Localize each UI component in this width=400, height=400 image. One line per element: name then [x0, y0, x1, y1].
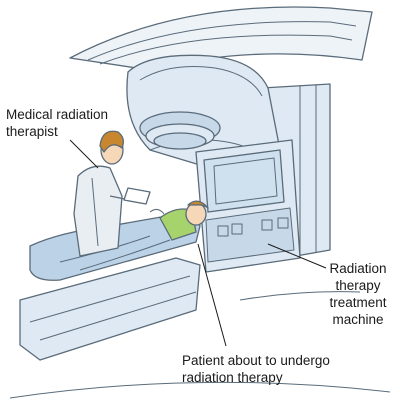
label-therapist: Medical radiation therapist: [6, 106, 108, 140]
label-therapist-line-1: Medical radiation: [6, 107, 109, 122]
machine-screen: [203, 149, 285, 213]
therapist-coat: [73, 165, 123, 257]
label-therapist-line-2: therapist: [6, 124, 58, 139]
patient-head: [185, 202, 207, 226]
label-machine-line-1: Radiation: [329, 261, 387, 276]
therapist-leader: [69, 139, 99, 169]
couch-base: [19, 257, 201, 361]
clipboard: [123, 187, 151, 205]
label-machine: Radiation therapy treatment machine: [318, 260, 398, 328]
label-patient: Patient about to undergo radiation thera…: [182, 352, 330, 386]
label-patient-line-1: Patient about to undergo: [182, 353, 330, 368]
label-patient-line-2: radiation therapy: [182, 370, 283, 385]
label-machine-line-3: treatment: [329, 295, 387, 310]
label-machine-line-4: machine: [332, 312, 384, 327]
label-machine-line-2: therapy: [335, 278, 381, 293]
patient-leader: [197, 243, 227, 347]
machine-leader: [267, 243, 327, 269]
